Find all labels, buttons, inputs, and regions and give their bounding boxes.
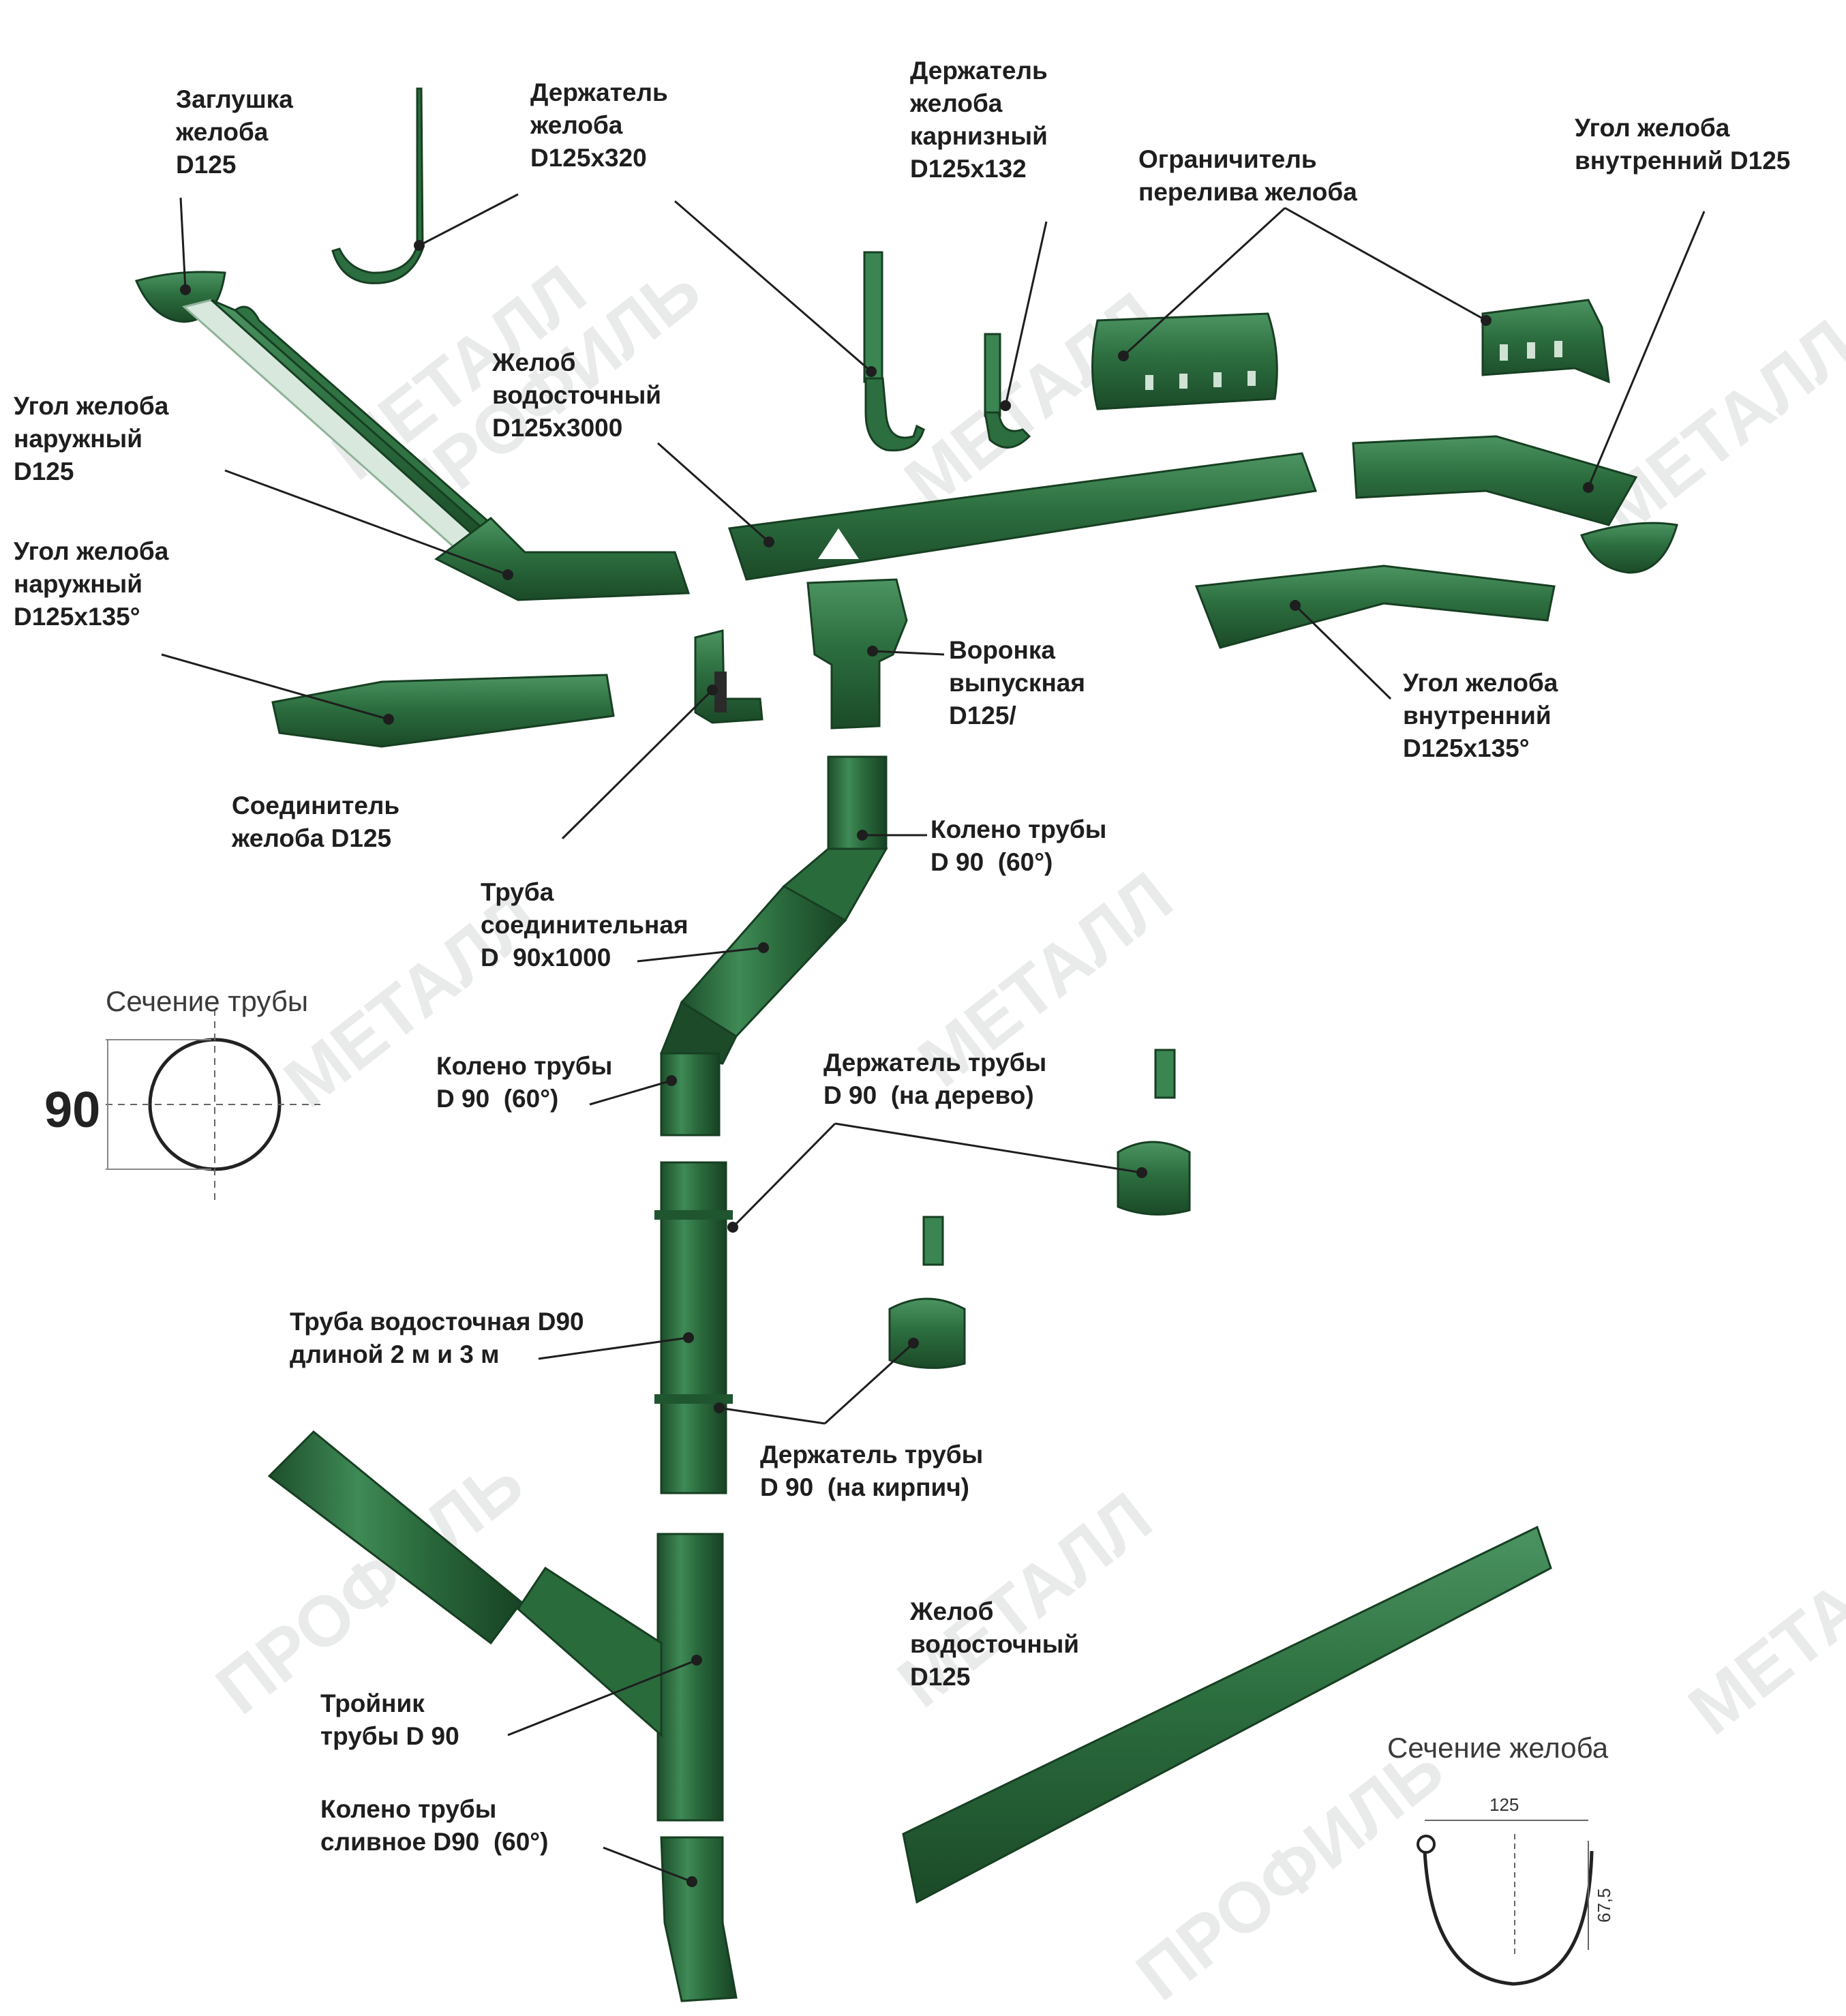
outlet-funnel — [806, 578, 908, 729]
label-drain-elbow: Колено трубы сливное D90 (60°) — [320, 1795, 549, 1856]
outer-corner-135 — [271, 674, 615, 748]
wood-holder-plate — [1154, 1049, 1176, 1099]
gutter-section-drawing — [1417, 1820, 1594, 1986]
wood-holder-clamp — [1117, 1141, 1191, 1216]
label-elbow-mid: Колено трубы D 90 (60°) — [436, 1052, 613, 1113]
label-gutter-d125: Желоб водосточный D125 — [910, 1597, 1080, 1691]
label-holder-320: Держатель желоба D125x320 — [530, 78, 668, 172]
cornice-holder-short — [984, 333, 1001, 417]
pipe-section-title: Сечение трубы — [106, 985, 309, 1017]
elbow-mid — [660, 1052, 721, 1137]
label-plug: Заглушка желоба D125 — [176, 85, 293, 179]
label-tee: Тройник трубы D 90 — [320, 1689, 459, 1750]
gutter-inner-white — [181, 299, 479, 558]
gutter-d125 — [902, 1525, 1552, 1904]
right-plug — [1580, 522, 1678, 574]
gutter-section-title: Сечение желоба — [1387, 1732, 1609, 1764]
pipe-diameter-value: 90 — [44, 1081, 101, 1138]
label-holder-wood: Держатель трубы D 90 (на дерево) — [823, 1049, 1047, 1109]
label-downpipe: Труба водосточная D90 длиной 2 м и 3 м — [290, 1308, 584, 1368]
brick-holder-clamp — [888, 1297, 966, 1369]
gutter-holder-320 — [331, 87, 424, 284]
label-inner-corner: Угол желоба внутренний D125 — [1575, 114, 1791, 175]
tee-main — [656, 1533, 724, 1822]
inner-corner-135 — [1194, 565, 1556, 649]
label-overflow-limiter: Ограничитель перелива желоба — [1138, 145, 1357, 206]
brick-holder-plate — [922, 1216, 944, 1266]
connecting-pipe — [680, 885, 847, 1038]
gutter-3000 — [728, 452, 1318, 581]
label-holder-cornice: Держатель желоба карнизный D125x132 — [910, 57, 1048, 183]
outer-corner-gutter — [434, 517, 691, 601]
label-outer-corner: Угол желоба наружный D125 — [14, 392, 169, 485]
pipe-section-drawing — [106, 1009, 320, 1200]
gutter-connector — [694, 629, 763, 724]
label-inner-corner-135: Угол желоба внутренний D125x135° — [1403, 669, 1558, 762]
inner-corner-insert — [1481, 299, 1610, 384]
label-outer-corner-135: Угол желоба наружный D125x135° — [14, 537, 169, 631]
label-gutter-3000: Желоб водосточный D125x3000 — [492, 348, 662, 442]
label-connector: Соединитель желоба D125 — [232, 792, 400, 852]
drain-elbow — [660, 1836, 738, 2002]
leader-lines — [161, 193, 1706, 1883]
cornice-holder-plate — [863, 251, 883, 383]
cornice-holder-hook — [864, 377, 925, 452]
leader-dots — [180, 240, 1594, 1887]
label-holder-brick: Держатель трубы D 90 (на кирпич) — [760, 1441, 984, 1501]
label-connecting-pipe: Труба соединительная D 90x1000 — [481, 878, 689, 972]
gutter-depth-value: 67,5 — [1594, 1888, 1614, 1923]
inner-corner-gutter — [1352, 435, 1638, 526]
label-funnel: Воронка выпускная D125/ — [949, 636, 1085, 729]
gutter-width-value: 125 — [1489, 1794, 1519, 1815]
overflow-limiter — [1091, 312, 1278, 410]
label-elbow-top: Колено трубы D 90 (60°) — [930, 815, 1107, 876]
tee-branch-pipe — [267, 1430, 524, 1645]
